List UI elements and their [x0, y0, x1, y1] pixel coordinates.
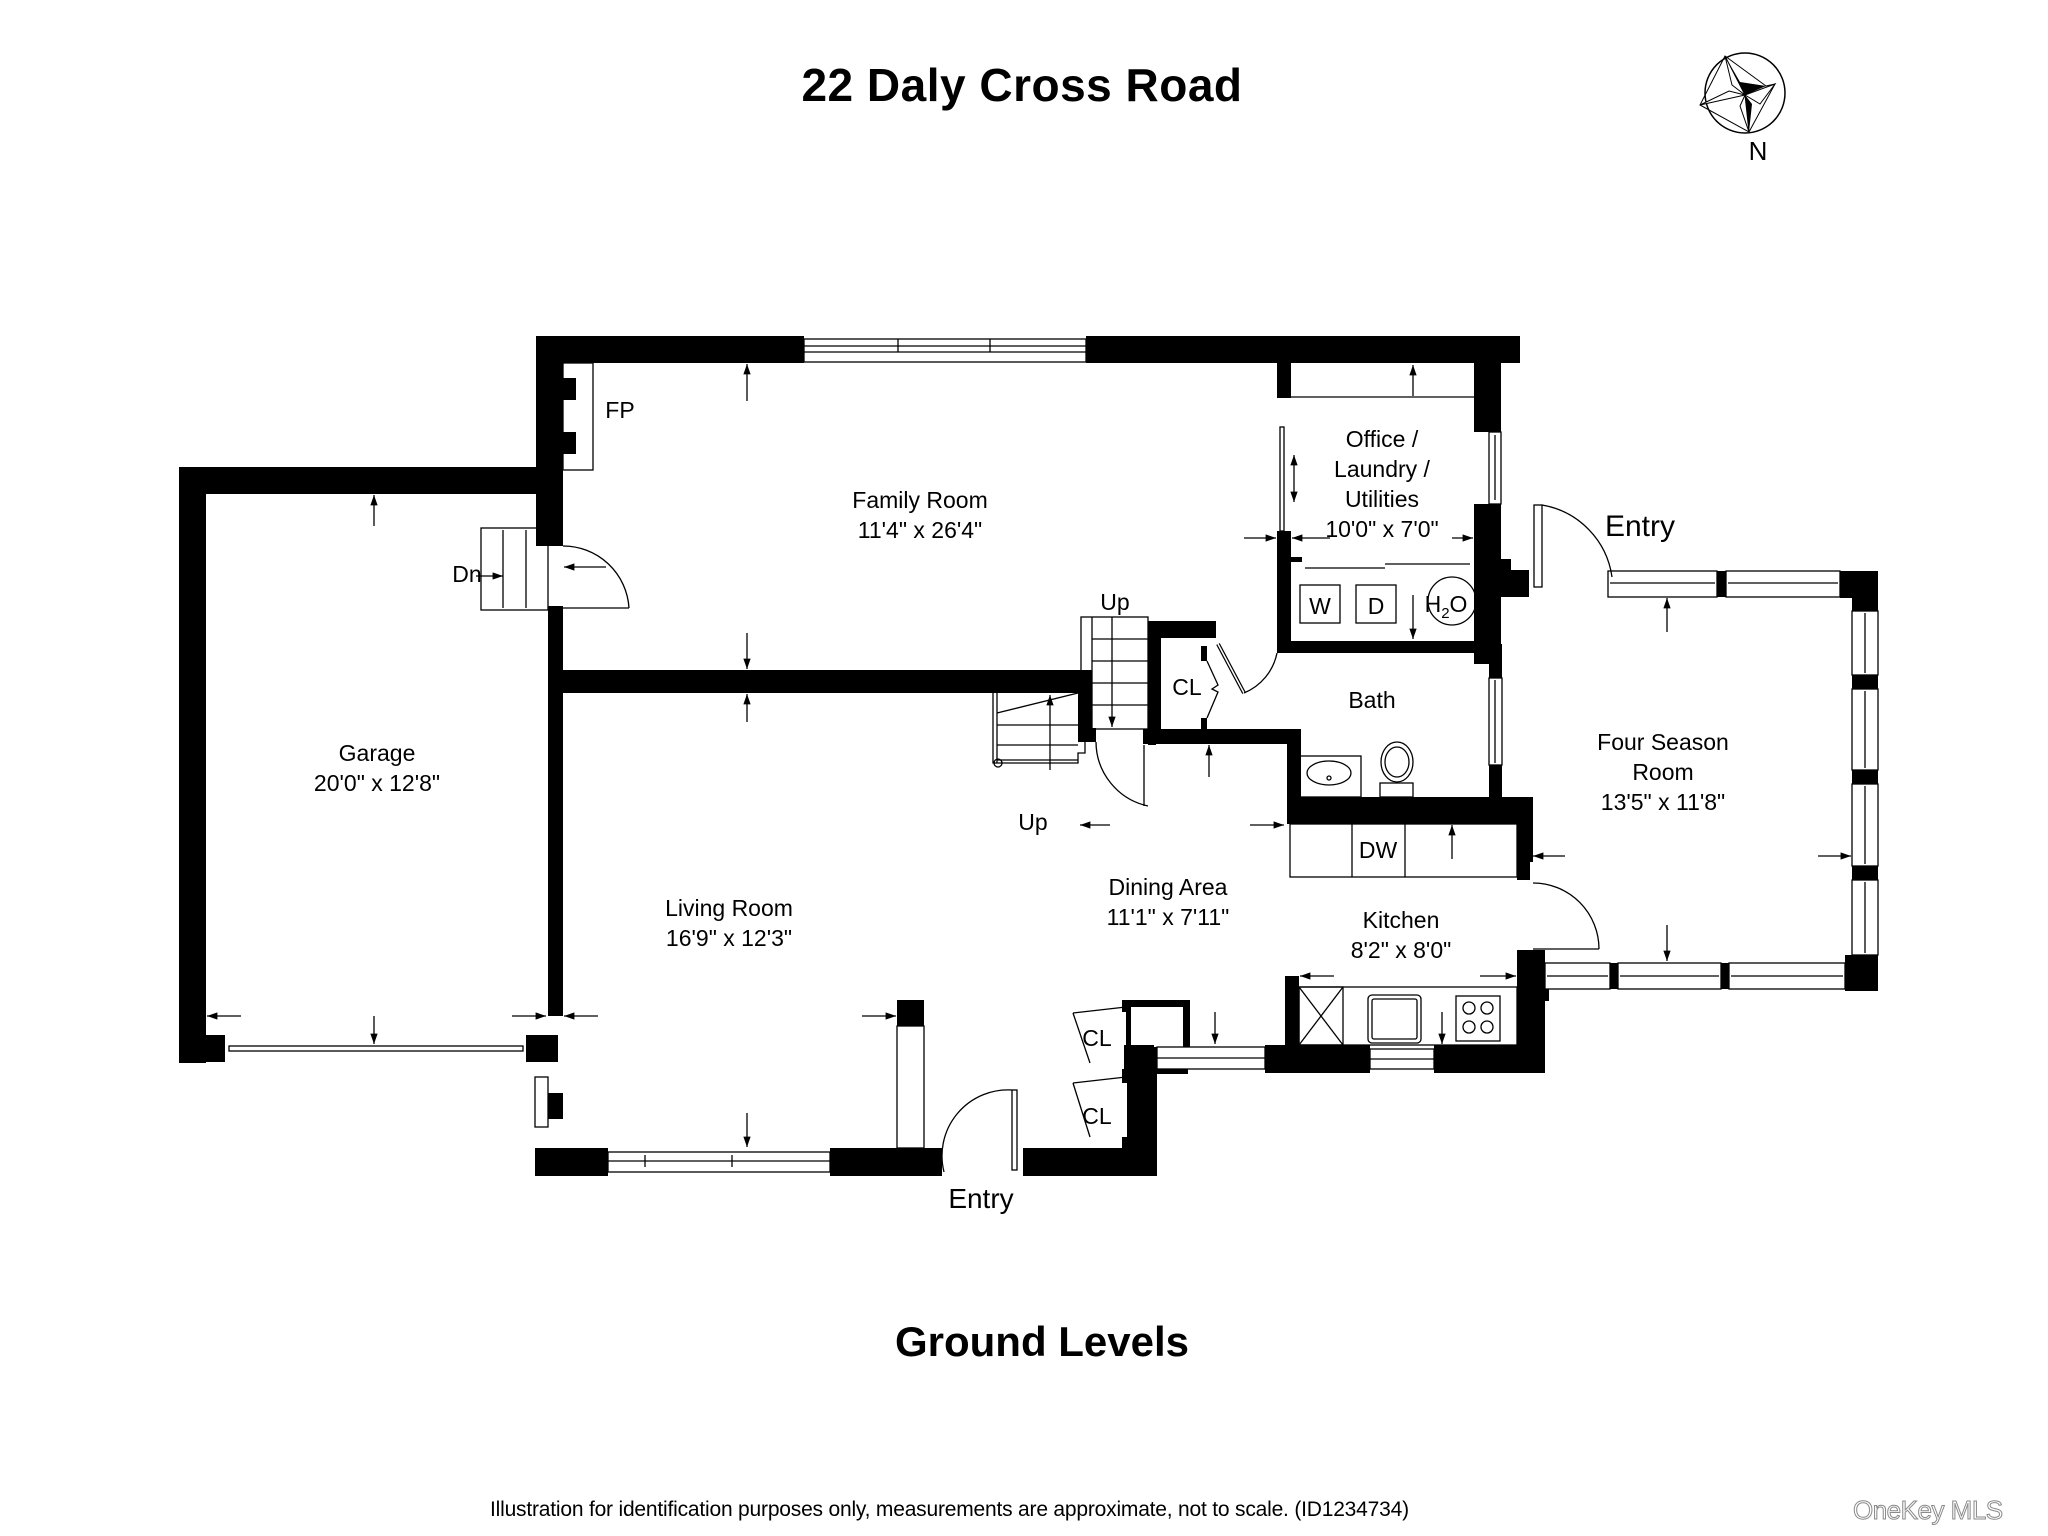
room-name: Living Room	[665, 895, 793, 921]
room-office-laundry-utilities: Office / Laundry / Utilities 10'0" x 7'0…	[1325, 426, 1438, 542]
walls	[179, 336, 1878, 1176]
room-four-season: Four Season Room 13'5" x 11'8"	[1597, 729, 1729, 815]
closet-label-entry-1: CL	[1082, 1025, 1112, 1051]
dryer-label: D	[1368, 593, 1385, 619]
room-dimensions: 11'4" x 26'4"	[858, 517, 982, 543]
disclaimer-text: Illustration for identification purposes…	[490, 1498, 1409, 1521]
room-dimensions: 20'0" x 12'8"	[314, 770, 440, 796]
room-garage: Garage 20'0" x 12'8"	[314, 740, 440, 796]
floor-plan-title: 22 Daly Cross Road	[0, 58, 2048, 112]
room-name: Kitchen	[1363, 907, 1440, 933]
compass-rose-icon	[1699, 52, 1786, 134]
room-dimensions: 16'9" x 12'3"	[666, 925, 792, 951]
room-dimensions: 11'1" x 7'11"	[1107, 904, 1230, 930]
room-name: Garage	[339, 740, 416, 766]
room-dimensions: 13'5" x 11'8"	[1601, 789, 1725, 815]
room-name: Family Room	[852, 487, 987, 513]
room-living-room: Living Room 16'9" x 12'3"	[665, 895, 793, 951]
room-name-line-2: Room	[1632, 759, 1693, 785]
compass-north-label: N	[1749, 136, 1768, 166]
fixtures	[207, 362, 1851, 1173]
washer-label: W	[1309, 593, 1331, 619]
closet-label-hall: CL	[1172, 674, 1202, 700]
stairs-up-label-bottom: Up	[1018, 809, 1047, 835]
windows	[228, 338, 1879, 1173]
dishwasher-label: DW	[1359, 837, 1398, 863]
fireplace-label: FP	[605, 397, 634, 423]
room-family-room: Family Room 11'4" x 26'4"	[852, 487, 987, 543]
room-name: Dining Area	[1109, 874, 1228, 900]
stairs-down-label: Dn	[452, 561, 481, 587]
entry-south-label: Entry	[948, 1183, 1013, 1214]
bath-label: Bath	[1348, 687, 1395, 713]
floor-level-title: Ground Levels	[894, 1318, 1190, 1365]
room-dimensions: 10'0" x 7'0"	[1325, 516, 1438, 542]
address-text: 22 Daly Cross Road	[801, 59, 1243, 111]
entry-east-label: Entry	[1605, 510, 1675, 543]
room-name-line-1: Office /	[1346, 426, 1419, 452]
room-name-line-2: Laundry /	[1334, 456, 1431, 482]
room-dining-area: Dining Area 11'1" x 7'11"	[1107, 874, 1230, 930]
stairs-up-label-top: Up	[1100, 589, 1129, 615]
closet-label-entry-2: CL	[1082, 1103, 1112, 1129]
brand-watermark: OneKey MLS	[1853, 1495, 2004, 1526]
room-dimensions: 8'2" x 8'0"	[1351, 937, 1452, 963]
room-name-line-3: Utilities	[1345, 486, 1419, 512]
water-heater-label: H2O	[1425, 591, 1468, 622]
room-name-line-1: Four Season	[1597, 729, 1729, 755]
room-kitchen: Kitchen 8'2" x 8'0"	[1351, 907, 1452, 963]
